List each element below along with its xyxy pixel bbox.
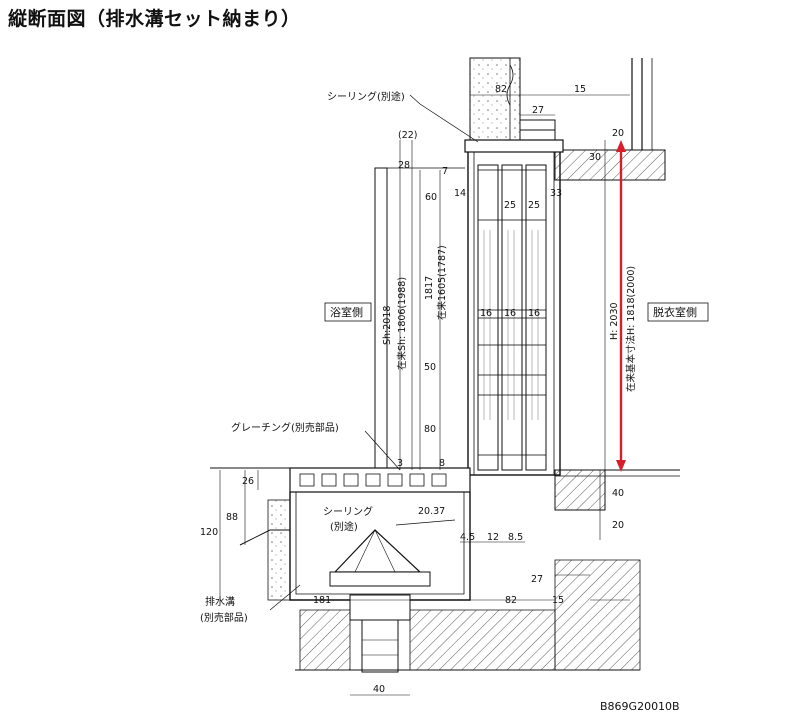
dim-16c: 16 — [528, 308, 540, 319]
dim-88: 88 — [226, 512, 238, 523]
height-indicator — [616, 140, 626, 472]
sealing-mid-label-2: (別途) — [330, 520, 358, 533]
page-title: 縦断面図（排水溝セット納まり） — [8, 8, 301, 30]
sealing-top-label: シーリング(別途) — [327, 90, 405, 103]
dim-7: 7 — [442, 166, 448, 177]
bathroom-box — [324, 302, 372, 322]
dressing-box — [647, 302, 709, 322]
dim-20-top: 20 — [612, 128, 624, 139]
dim-h-existing: 在来基本寸法H: 1818(2000) — [625, 266, 637, 392]
dimension-lines — [219, 94, 630, 696]
dim-16a: 16 — [480, 308, 492, 319]
dim-8-5: 8.5 — [508, 532, 523, 543]
bathroom-label: 浴室側 — [330, 305, 363, 319]
dim-25a: 25 — [504, 200, 516, 211]
drain-label-1: 排水溝 — [205, 595, 235, 608]
dim-25b: 25 — [528, 200, 540, 211]
dim-h2030: H: 2030 — [609, 302, 620, 340]
dim-82-bottom: 82 — [505, 595, 517, 606]
dim-4-5: 4.5 — [460, 532, 475, 543]
dim-22: (22) — [398, 130, 418, 141]
dim-33: 33 — [550, 188, 562, 199]
dim-15-top: 15 — [574, 84, 586, 95]
grating — [210, 467, 471, 493]
dim-1817: 1817 — [424, 276, 435, 300]
drawing-code: B869G20010B — [600, 700, 680, 713]
sealing-mid-label-1: シーリング — [323, 505, 373, 518]
dim-12: 12 — [487, 532, 499, 543]
dim-60: 60 — [425, 192, 437, 203]
upper-wall — [469, 57, 521, 151]
dim-15-bottom: 15 — [552, 595, 564, 606]
door-frame — [464, 139, 564, 476]
dim-14: 14 — [454, 188, 466, 199]
sliding-panels — [477, 164, 547, 471]
dim-sh: Sh:2018 — [382, 306, 393, 345]
floor-slab — [295, 559, 641, 671]
drain-label-2: (別売部品) — [200, 611, 248, 624]
dim-40-bottom: 40 — [373, 684, 385, 695]
drain-trap — [329, 529, 431, 673]
right-upper-frame — [519, 58, 666, 181]
dim-20-37: 20.37 — [418, 506, 445, 517]
dim-8: 8 — [439, 458, 445, 469]
dim-120: 120 — [200, 527, 218, 538]
dim-sh-existing: 在来Sh: 1806(1988) — [396, 277, 408, 370]
dim-30: 30 — [589, 152, 601, 163]
dim-20-right: 20 — [612, 520, 624, 531]
dim-80: 80 — [424, 424, 436, 435]
dressing-floor — [554, 469, 680, 511]
dim-16b: 16 — [504, 308, 516, 319]
dim-3: 3 — [397, 458, 403, 469]
grating-label: グレーチング(別売部品) — [231, 421, 339, 434]
dim-1605: 在来1605(1787) — [436, 245, 448, 320]
dim-26: 26 — [242, 476, 254, 487]
dim-40-right: 40 — [612, 488, 624, 499]
dressing-label: 脱衣室側 — [653, 305, 697, 319]
dim-181: 181 — [313, 595, 331, 606]
dim-50: 50 — [424, 362, 436, 373]
leaders — [269, 94, 479, 611]
dim-82-top: 82 — [495, 84, 507, 95]
dim-27-top: 27 — [532, 105, 544, 116]
dim-28: 28 — [398, 160, 410, 171]
dim-27-bottom: 27 — [531, 574, 543, 585]
